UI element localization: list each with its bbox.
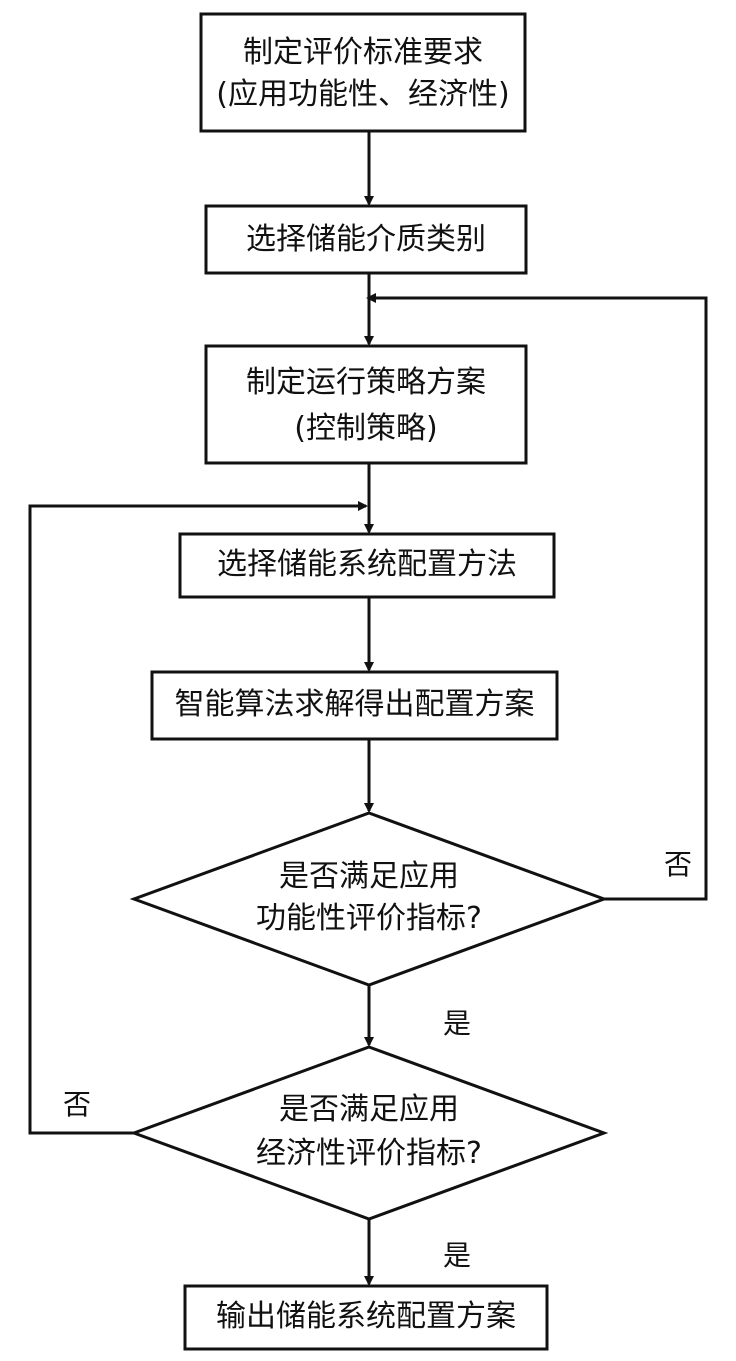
loop-functional-no-line	[366, 293, 708, 901]
operation-strategy-box	[204, 344, 528, 465]
functional-decision-diamond	[129, 811, 609, 987]
output-label: 输出储能系统配置方案	[216, 1299, 516, 1334]
config-method-box	[178, 532, 556, 599]
define-criteria-line2: (应用功能性、经济性)	[216, 77, 510, 112]
economic-decision-diamond	[129, 1045, 609, 1221]
operation-strategy-line1: 制定运行策略方案	[246, 365, 486, 400]
algorithm-solve-label: 智能算法求解得出配置方案	[174, 687, 535, 722]
economic-decision-line2: 经济性评价指标?	[256, 1136, 482, 1171]
functional-decision-line1: 是否满足应用	[279, 859, 459, 894]
functional-yes-label: 是	[443, 1007, 472, 1040]
functional-decision-line2: 功能性评价指标?	[256, 901, 482, 936]
algorithm-solve-box	[150, 670, 559, 741]
output-box	[183, 1284, 549, 1351]
config-method-label: 选择储能系统配置方法	[217, 547, 517, 582]
economic-yes-label: 是	[443, 1239, 472, 1272]
choose-medium-box	[204, 204, 528, 275]
economic-no-label: 否	[63, 1088, 92, 1121]
functional-no-label: 否	[664, 848, 693, 881]
define-criteria-box	[199, 12, 527, 133]
loop-economic-no-line	[28, 501, 368, 1135]
define-criteria-line1: 制定评价标准要求	[243, 35, 483, 70]
economic-decision-line1: 是否满足应用	[279, 1092, 459, 1127]
operation-strategy-line2: (控制策略)	[294, 411, 438, 446]
choose-medium-label: 选择储能介质类别	[246, 222, 486, 257]
